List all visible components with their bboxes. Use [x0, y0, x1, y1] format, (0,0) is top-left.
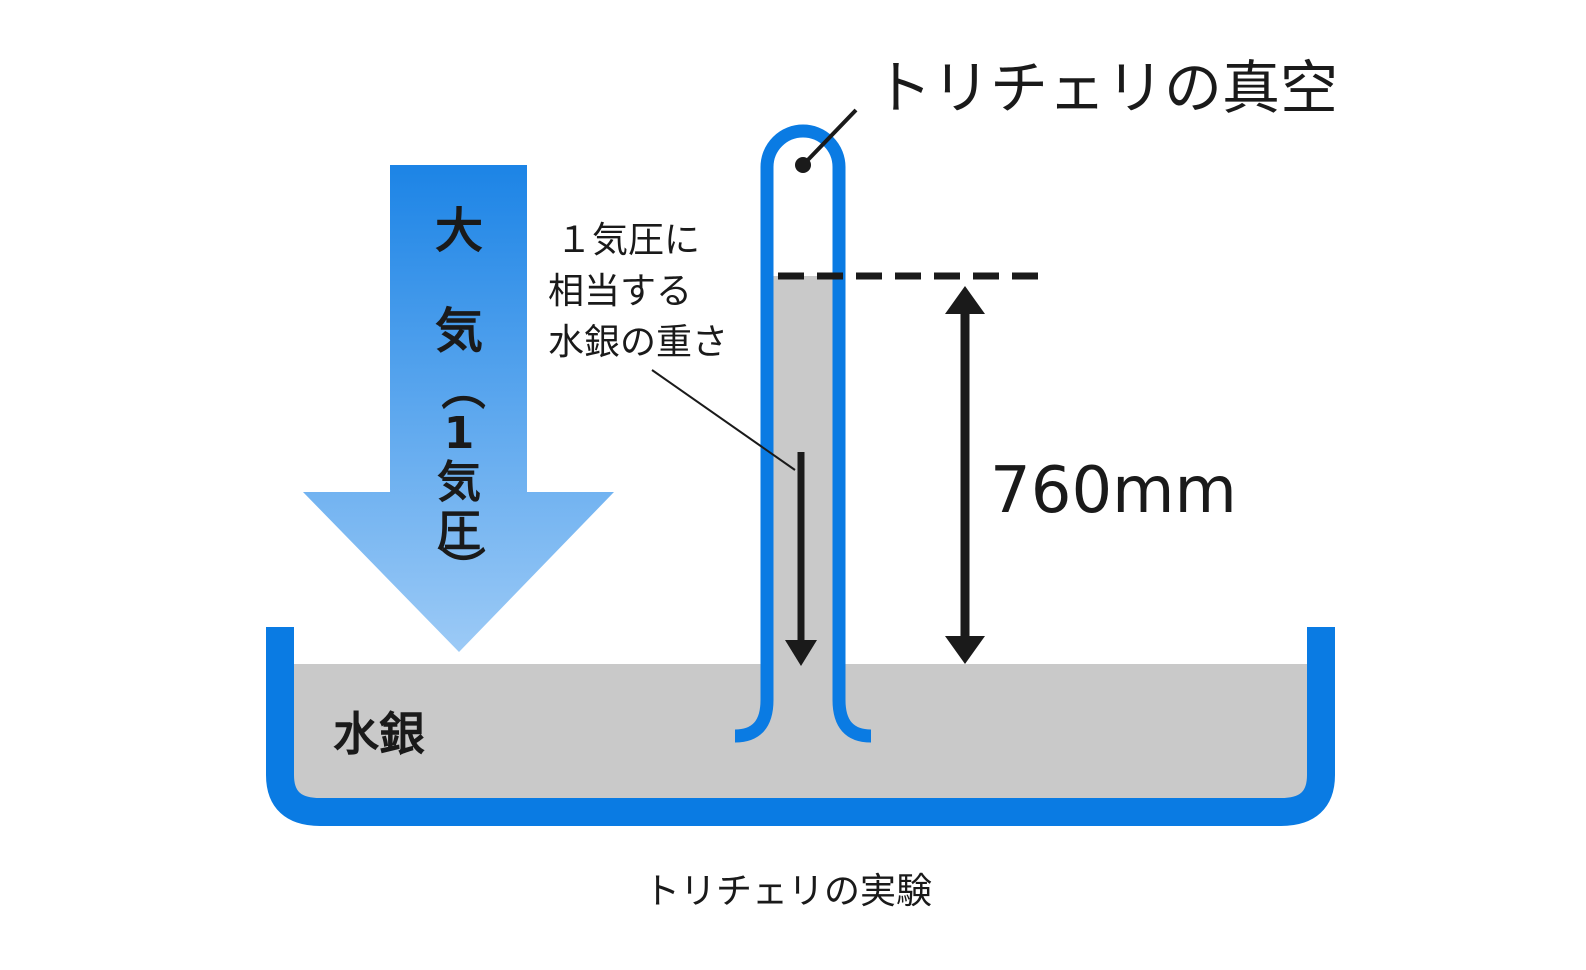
- height-label: 760mm: [990, 454, 1237, 528]
- atmosphere-char-0: 大: [435, 203, 483, 259]
- atmosphere-char-4: 気: [437, 457, 481, 508]
- atmosphere-char-5: 圧: [437, 506, 481, 557]
- mercury-label: 水銀: [333, 707, 425, 761]
- atmospheric-pressure-arrow: 大 気 （ 1 気 圧 ）: [303, 165, 614, 652]
- atmosphere-char-6: ）: [436, 546, 487, 590]
- note-line-0: １気圧に: [556, 220, 700, 261]
- note-line-1: 相当する: [548, 271, 692, 312]
- mercury-weight-arrow: [785, 452, 817, 666]
- atmosphere-char-2: （: [436, 366, 487, 410]
- vacuum-label: トリチェリの真空: [874, 54, 1338, 122]
- note-leader-line: [651, 369, 796, 471]
- diagram-caption: トリチェリの実験: [644, 871, 932, 912]
- atmosphere-char-1: 気: [435, 303, 483, 359]
- height-arrow: [945, 286, 985, 664]
- vacuum-leader-line: [801, 108, 858, 167]
- vacuum-region: [771, 135, 835, 276]
- basin-container: [266, 627, 1335, 826]
- note-line-2: 水銀の重さ: [548, 322, 728, 363]
- atmosphere-char-3: 1: [444, 408, 475, 459]
- arrow-shape: [303, 165, 614, 652]
- glass-tube: [734, 124, 872, 743]
